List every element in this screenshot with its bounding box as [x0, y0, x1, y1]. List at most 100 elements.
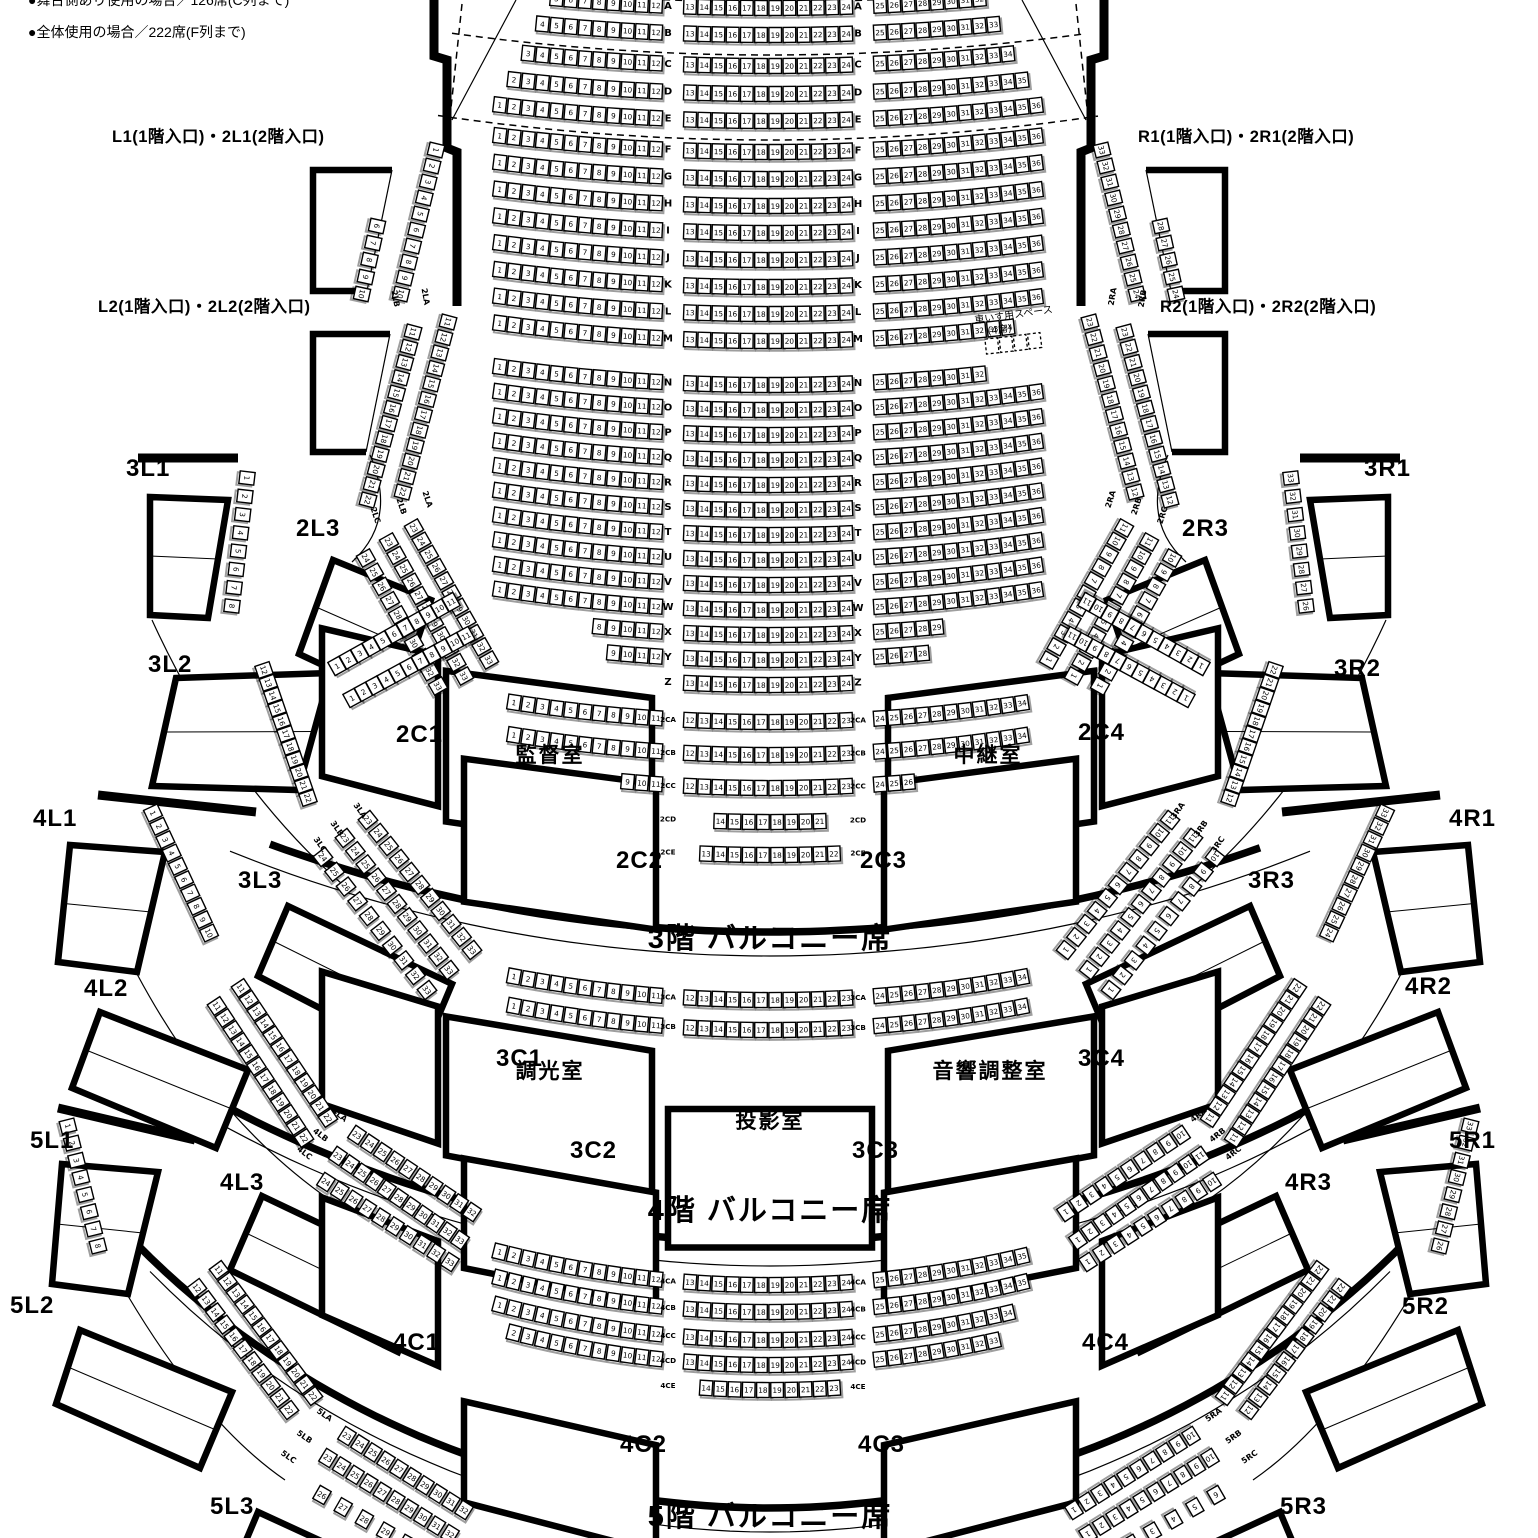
svg-text:12: 12 [651, 427, 661, 437]
section-label-4r1: 4R1 [1449, 805, 1496, 832]
svg-text:20: 20 [785, 4, 795, 13]
seat: 10 [1174, 1152, 1199, 1176]
svg-text:18: 18 [771, 784, 781, 793]
section-label-3c4: 3C4 [1078, 1045, 1125, 1072]
seat: 35 [1013, 583, 1033, 604]
seat: 30 [380, 935, 404, 960]
seat: 32 [971, 75, 990, 96]
seat: 18 [753, 332, 770, 352]
seat: 30 [943, 135, 961, 156]
seat: 17 [739, 526, 756, 546]
svg-text:30: 30 [946, 248, 956, 258]
svg-text:25: 25 [875, 59, 885, 68]
seat: 18 [406, 421, 430, 441]
seat: 7 [577, 541, 595, 563]
svg-text:17: 17 [742, 337, 752, 346]
seat: 23 [838, 989, 856, 1009]
svg-text:V: V [854, 578, 862, 589]
svg-text:18: 18 [756, 62, 766, 71]
seat: 22 [1082, 328, 1104, 349]
section-label-3l2: 3L2 [148, 651, 192, 678]
seat: 4 [1106, 919, 1131, 942]
svg-text:23: 23 [827, 480, 837, 489]
svg-text:29: 29 [932, 398, 942, 408]
seat: 23 [838, 711, 856, 732]
seat: 3 [1101, 1504, 1126, 1528]
stage-wall-left [429, 0, 462, 306]
seat: 30 [943, 442, 961, 463]
svg-text:18: 18 [756, 606, 766, 615]
seat: 22 [824, 1020, 842, 1040]
svg-text:29: 29 [932, 573, 942, 583]
seat: 16 [725, 476, 742, 496]
section-label-3r1: 3R1 [1364, 455, 1411, 482]
svg-text:28: 28 [918, 250, 928, 260]
seat: 14 [696, 525, 714, 545]
seat: 4 [534, 265, 552, 287]
seat: 29 [1346, 856, 1371, 877]
seat: 24 [838, 56, 856, 76]
seat: 6 [563, 391, 581, 412]
svg-text:25: 25 [875, 145, 885, 154]
svg-text:19: 19 [771, 117, 781, 126]
seat: 22 [810, 1355, 828, 1375]
svg-text:23: 23 [827, 336, 837, 345]
wheelchair-cell [1026, 331, 1043, 350]
seat: 22 [810, 576, 827, 596]
svg-text:27: 27 [903, 625, 913, 635]
svg-text:21: 21 [799, 605, 808, 614]
seat: 17 [739, 551, 756, 571]
svg-text:13: 13 [685, 200, 695, 209]
entrance-label-l1: L1(1階入口)・2L1(2階入口) [112, 128, 325, 146]
seat: 18 [753, 451, 770, 471]
seat: 16 [725, 57, 742, 77]
svg-text:27: 27 [904, 143, 914, 153]
seat: 6 [562, 440, 581, 462]
seat: 25 [362, 1441, 384, 1467]
seat: 34 [1000, 45, 1018, 66]
svg-text:22: 22 [813, 580, 823, 589]
seat: 2 [505, 533, 524, 555]
svg-text:29: 29 [932, 222, 942, 232]
seat: 9 [605, 594, 623, 615]
seat: 23 [336, 1425, 358, 1450]
seat: 13 [1119, 467, 1141, 488]
svg-text:31: 31 [960, 246, 970, 256]
svg-text:5: 5 [554, 218, 560, 227]
seat: 10 [620, 327, 637, 348]
seat: 30 [943, 492, 961, 513]
seat: 23 [824, 169, 842, 190]
seat: 32 [971, 47, 990, 68]
seat: 14 [696, 0, 714, 19]
svg-text:29: 29 [932, 83, 942, 93]
seat: 1 [1075, 958, 1100, 981]
svg-text:13: 13 [685, 88, 695, 97]
seat: 17 [1267, 1055, 1293, 1077]
seat: 25 [872, 329, 890, 350]
seat: 16 [725, 426, 742, 446]
svg-text:21: 21 [813, 783, 823, 792]
svg-text:5: 5 [554, 21, 559, 30]
seat: 28 [915, 107, 933, 128]
sightline-right [1021, 0, 1087, 121]
seat: 16 [221, 1326, 245, 1351]
svg-text:10: 10 [623, 625, 633, 635]
seat: 25 [872, 54, 890, 75]
seat: 23 [1113, 323, 1135, 344]
seat: 4 [534, 100, 552, 122]
seat: 26 [886, 472, 904, 493]
seat: 5 [548, 75, 567, 96]
svg-text:20: 20 [785, 681, 795, 690]
svg-text:26: 26 [889, 451, 899, 461]
seat: 14 [696, 1354, 714, 1375]
svg-text:15: 15 [714, 380, 724, 389]
seat: 16 [725, 251, 742, 271]
seat: 26 [1427, 1237, 1450, 1257]
svg-text:35: 35 [1017, 160, 1027, 170]
seat: 25 [872, 548, 890, 568]
